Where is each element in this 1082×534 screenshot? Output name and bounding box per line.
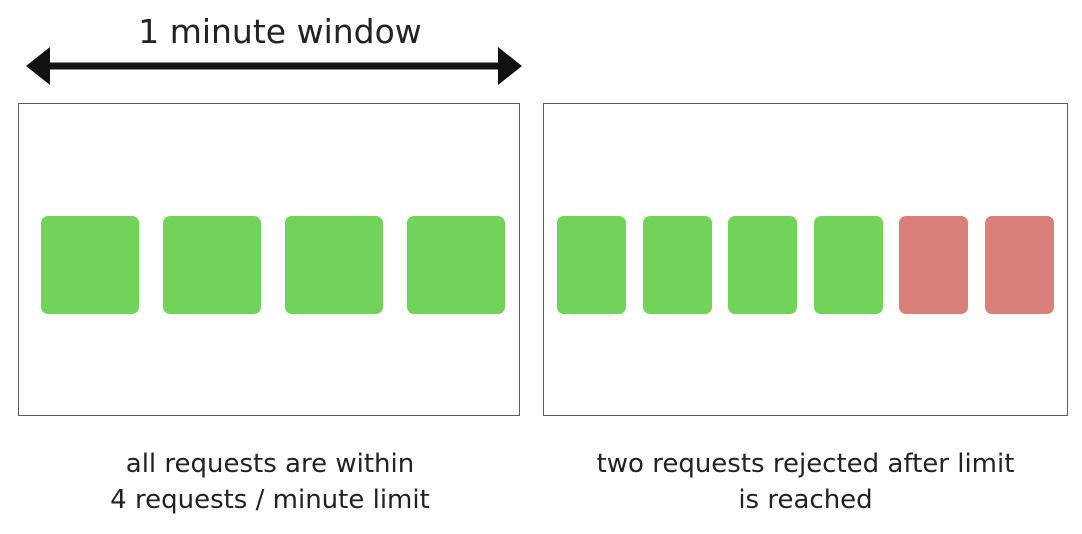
accepted-request-block xyxy=(41,216,139,314)
accepted-request-block xyxy=(163,216,261,314)
right-window-panel xyxy=(543,103,1068,416)
double-arrow-icon xyxy=(26,47,522,85)
right-caption-line2: is reached xyxy=(738,485,873,515)
rejected-request-block xyxy=(899,216,969,314)
accepted-request-block xyxy=(557,216,626,314)
left-caption: all requests are within 4 requests / min… xyxy=(20,446,520,518)
right-caption: two requests rejected after limit is rea… xyxy=(543,446,1068,518)
accepted-request-block xyxy=(285,216,383,314)
rejected-request-block xyxy=(985,216,1054,314)
accepted-request-block xyxy=(407,216,505,314)
left-caption-line1: all requests are within xyxy=(125,449,415,479)
accepted-request-block xyxy=(728,216,798,314)
accepted-request-block xyxy=(813,216,883,314)
left-caption-line2: 4 requests / minute limit xyxy=(110,485,430,515)
right-caption-line1: two requests rejected after limit xyxy=(596,449,1015,479)
accepted-request-block xyxy=(642,216,712,314)
window-label: 1 minute window xyxy=(138,12,422,51)
